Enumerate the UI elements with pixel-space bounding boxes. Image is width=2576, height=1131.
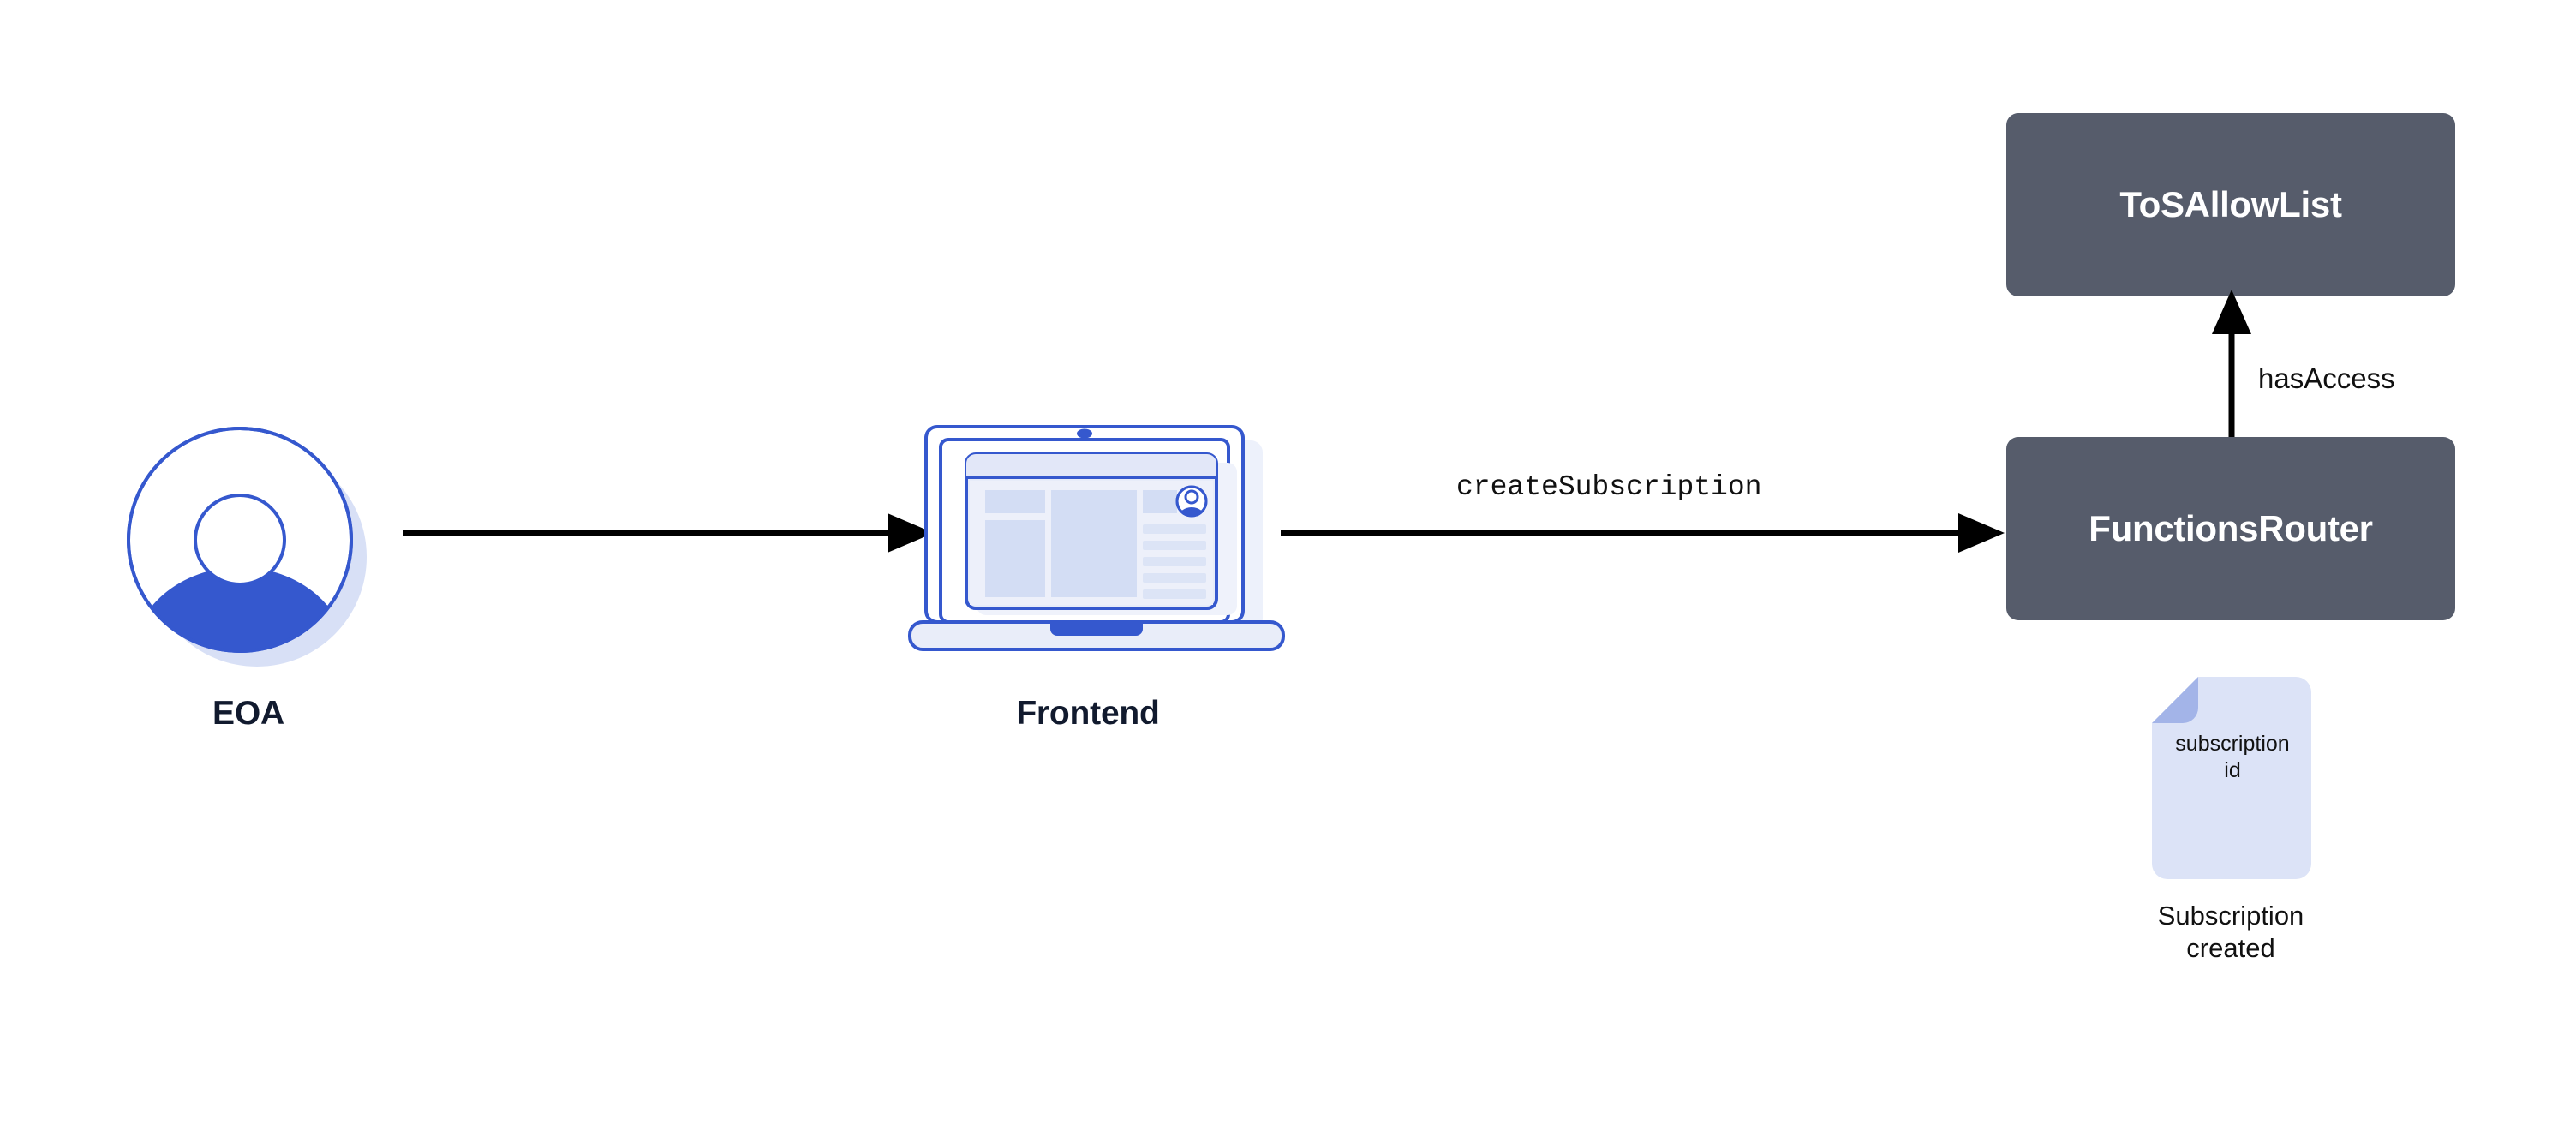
contract-box-tos-allow-list[interactable]: ToSAllowList bbox=[2006, 113, 2455, 296]
caption-line-2: created bbox=[2186, 932, 2275, 963]
eoa-node[interactable] bbox=[120, 420, 377, 677]
contract-label-tos-allow-list: ToSAllowList bbox=[2119, 184, 2342, 224]
laptop-browser-icon bbox=[908, 425, 1285, 651]
arrow-functions-router-to-tos-allow-list bbox=[2212, 290, 2251, 440]
document-text-line-1: subscription bbox=[2175, 732, 2289, 756]
eoa-label: EOA bbox=[212, 695, 284, 732]
arrow-eoa-to-frontend bbox=[403, 513, 934, 553]
subscription-created-caption: Subscription created bbox=[2068, 900, 2394, 965]
contract-box-functions-router[interactable]: FunctionsRouter bbox=[2006, 437, 2455, 620]
subscription-document-node[interactable]: subscription id bbox=[2149, 675, 2313, 881]
document-text-line-2: id bbox=[2224, 758, 2240, 782]
frontend-label: Frontend bbox=[1016, 695, 1160, 732]
caption-line-1: Subscription bbox=[2157, 901, 2304, 931]
edge-label-has-access: hasAccess bbox=[2258, 362, 2395, 394]
document-icon: subscription id bbox=[2152, 677, 2311, 879]
contract-label-functions-router: FunctionsRouter bbox=[2089, 508, 2373, 548]
user-avatar-icon bbox=[127, 427, 367, 667]
edge-label-create-subscription: createSubscription bbox=[1456, 471, 1762, 503]
frontend-node[interactable] bbox=[908, 420, 1285, 668]
arrow-frontend-to-functions-router bbox=[1281, 513, 2005, 553]
